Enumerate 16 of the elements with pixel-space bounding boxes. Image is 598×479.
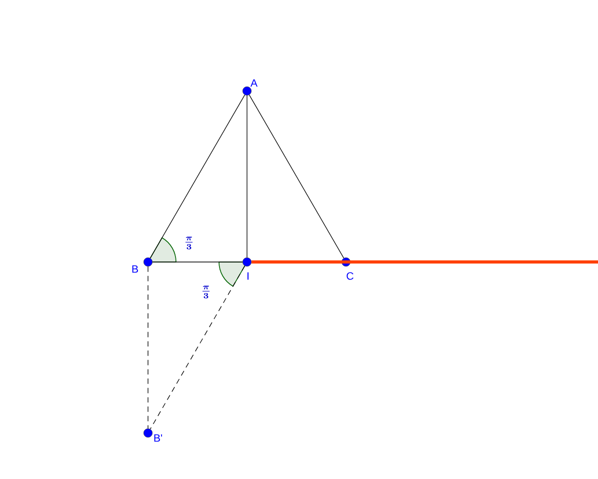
point-label: B' [154,434,162,442]
line-segment [246,95,248,258]
angle-label: $\frac{\pi}{3}$ [202,286,210,298]
point-label: C [346,272,354,280]
point-dot [143,428,153,438]
dashed-line [150,266,246,430]
angle-label: $\frac{\pi}{3}$ [185,236,193,250]
point-dot [143,257,153,267]
point-dot [242,86,252,96]
point-label: A [250,79,258,87]
line-segment [248,94,344,258]
point-dot [242,257,252,267]
line-segment [150,94,246,258]
ray [252,260,598,264]
point-dot [341,257,351,267]
point-label: B [132,265,138,273]
